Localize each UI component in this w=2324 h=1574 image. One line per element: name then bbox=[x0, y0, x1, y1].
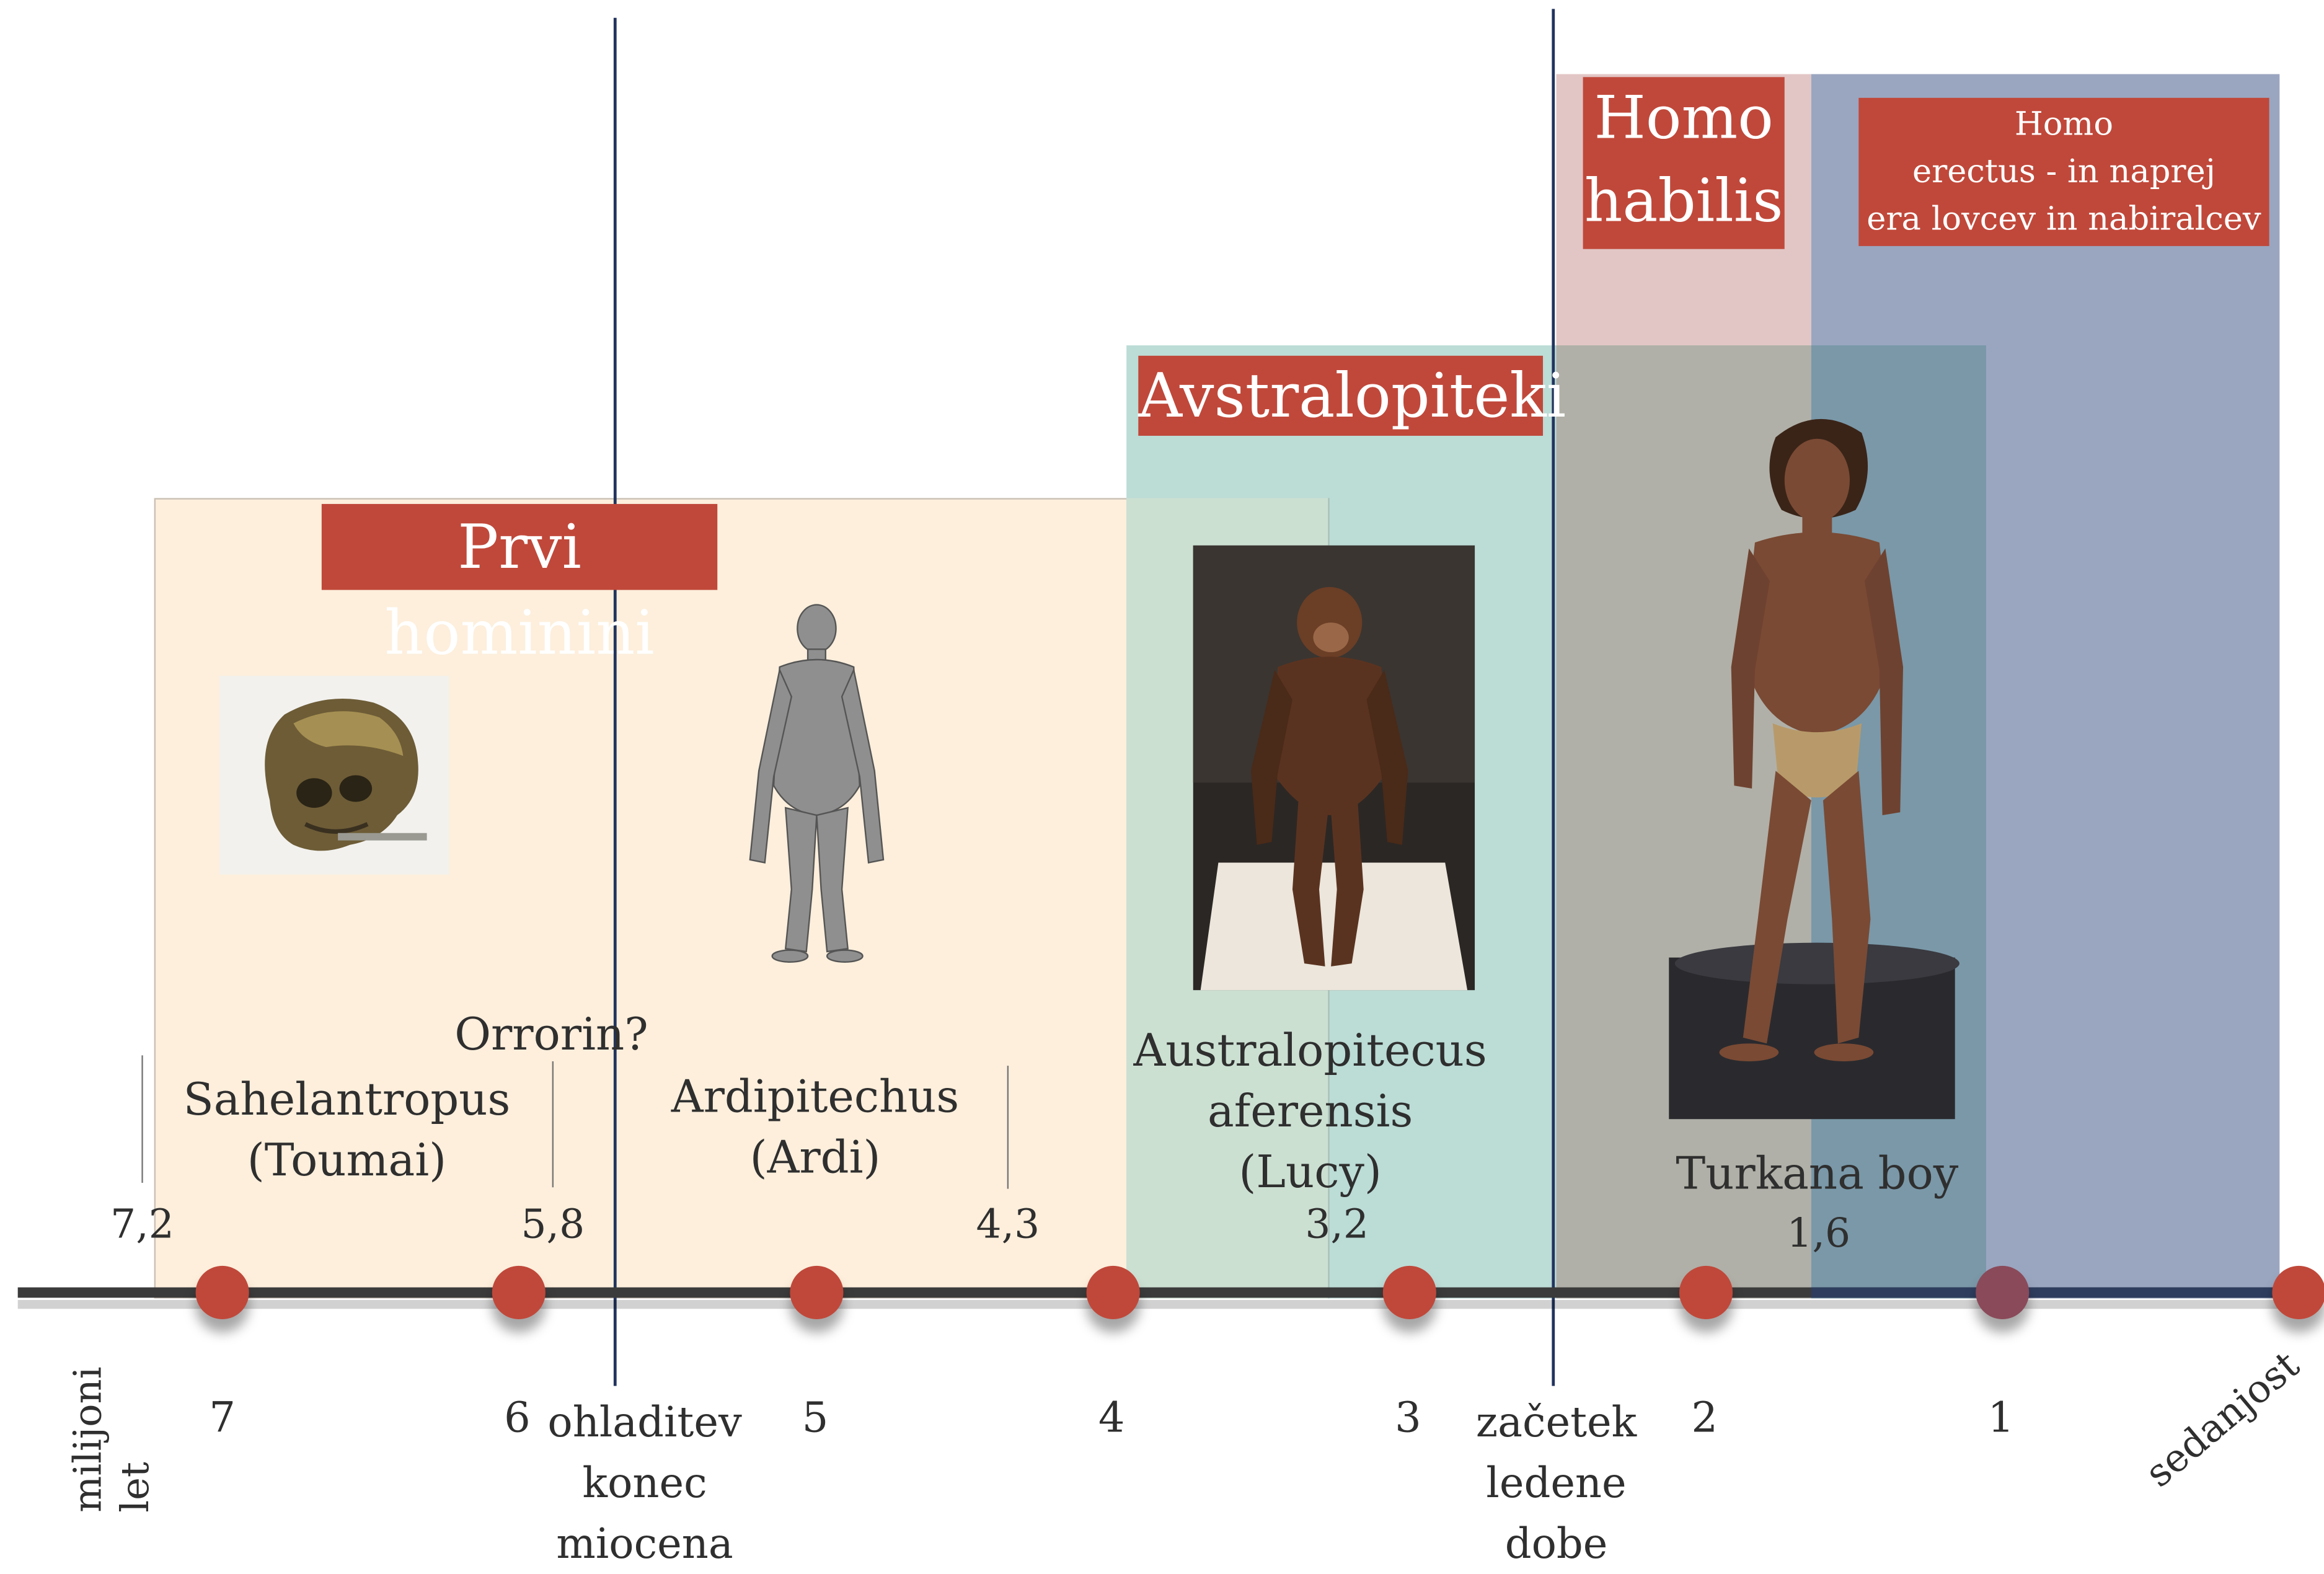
species-label-orrorin: Orrorin? bbox=[433, 1008, 670, 1064]
era-label-homo-habilis: Homo habilis bbox=[1583, 77, 1785, 249]
era-label-homo-erectus-line3: era lovcev in nabiralcev bbox=[1858, 197, 2269, 245]
timeline-dot-5 bbox=[790, 1266, 843, 1319]
turkana-boy-photo bbox=[1669, 419, 1959, 1119]
event-miocene-line3: miocena bbox=[519, 1513, 771, 1574]
axis-tick-4: 4 bbox=[1067, 1392, 1156, 1444]
species-nickname-ardi: (Ardi) bbox=[637, 1128, 993, 1189]
era-label-prvi-hominini-text: Prvi hominini bbox=[384, 511, 654, 668]
axis-unit-label: milijoni let bbox=[33, 1364, 166, 1506]
event-label-ice-age: začetek ledene dobe bbox=[1460, 1392, 1653, 1574]
timeline-dot-3 bbox=[1383, 1266, 1436, 1319]
event-miocene-line1: ohladitev bbox=[519, 1392, 771, 1452]
timeline-dot-1 bbox=[1976, 1266, 2029, 1319]
axis-tick-7: 7 bbox=[178, 1392, 267, 1444]
timeline-dot-7 bbox=[196, 1266, 249, 1319]
date-sahelantropus: 7,2 bbox=[83, 1201, 201, 1251]
event-ice-age-line3: dobe bbox=[1460, 1513, 1653, 1574]
era-label-homo-habilis-line2: habilis bbox=[1583, 160, 1785, 243]
era-label-avstralopiteki: Avstralopiteki bbox=[1138, 356, 1543, 436]
date-turkana-boy: 1,6 bbox=[1759, 1209, 1878, 1260]
skull-illustration bbox=[219, 676, 449, 874]
axis-tick-2: 2 bbox=[1660, 1392, 1749, 1444]
timeline-dot-6 bbox=[492, 1266, 546, 1319]
timeline-dot-4 bbox=[1087, 1266, 1140, 1319]
axis-unit-line1: milijoni bbox=[65, 1367, 113, 1513]
timeline-dot-present bbox=[2272, 1266, 2324, 1319]
lucy-photo bbox=[1193, 546, 1475, 990]
era-label-homo-habilis-line1: Homo bbox=[1583, 77, 1785, 160]
ardi-illustration bbox=[750, 605, 883, 962]
era-label-homo-erectus-line2: erectus - in naprej bbox=[1858, 149, 2269, 197]
axis-tick-1: 1 bbox=[1956, 1392, 2045, 1444]
event-label-miocene: ohladitev konec miocena bbox=[519, 1392, 771, 1574]
event-ice-age-line2: ledene bbox=[1460, 1452, 1653, 1513]
axis-tick-3: 3 bbox=[1364, 1392, 1452, 1444]
species-name-ardipitechus: Ardipitechus bbox=[637, 1068, 993, 1128]
timeline-dot-2 bbox=[1679, 1266, 1733, 1319]
date-australopitecus: 3,2 bbox=[1278, 1201, 1396, 1251]
event-miocene-line2: konec bbox=[519, 1452, 771, 1513]
era-label-prvi-hominini: Prvi hominini bbox=[322, 504, 717, 590]
era-label-homo-erectus: Homo erectus - in naprej era lovcev in n… bbox=[1858, 98, 2269, 246]
species-nickname-toumai: (Toumai) bbox=[169, 1131, 525, 1192]
species-label-australopitecus: Australopitecus aferensis (Lucy) bbox=[1118, 1021, 1503, 1203]
date-orrorin: 5,8 bbox=[493, 1201, 612, 1251]
era-label-avstralopiteki-text: Avstralopiteki bbox=[1138, 360, 1566, 431]
era-label-homo-erectus-line1: Homo bbox=[1858, 102, 2269, 150]
species-label-turkana-boy: Turkana boy bbox=[1654, 1147, 1980, 1203]
species-name-australopitecus: Australopitecus bbox=[1118, 1021, 1503, 1082]
event-ice-age-line1: začetek bbox=[1460, 1392, 1653, 1452]
date-ardipitechus: 4,3 bbox=[948, 1201, 1067, 1251]
axis-unit-line2: let bbox=[113, 1367, 161, 1513]
species-name-aferensis: aferensis bbox=[1118, 1082, 1503, 1143]
axis-tick-5: 5 bbox=[771, 1392, 859, 1444]
species-name-sahelantropus: Sahelantropus bbox=[169, 1070, 525, 1131]
species-label-ardipitechus: Ardipitechus (Ardi) bbox=[637, 1068, 993, 1189]
species-nickname-lucy: (Lucy) bbox=[1118, 1143, 1503, 1203]
species-label-sahelantropus: Sahelantropus (Toumai) bbox=[169, 1070, 525, 1192]
